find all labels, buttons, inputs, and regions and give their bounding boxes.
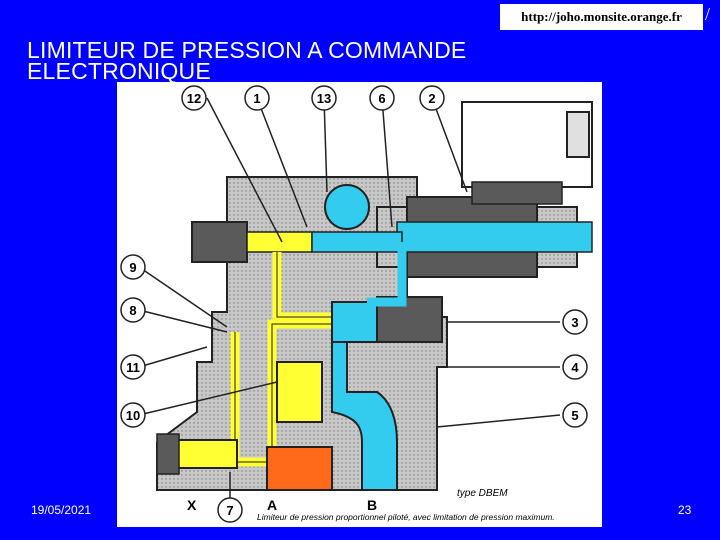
orifice-cap: [324, 184, 370, 230]
svg-text:6: 6: [378, 91, 385, 106]
leader-lines: [138, 97, 561, 510]
callout-2: 2: [419, 85, 445, 111]
port-x-label: X: [187, 497, 197, 513]
port-a-label: A: [267, 497, 277, 513]
svg-text:7: 7: [226, 503, 233, 518]
svg-text:9: 9: [129, 260, 136, 275]
solenoid-core: [396, 221, 593, 253]
tank-channel-cyan: [331, 341, 398, 491]
valve-diagram: 12 1 13 6 2 9 8 11 10 3 4 5 7 X A B type…: [120, 85, 593, 523]
svg-text:5: 5: [571, 408, 578, 423]
svg-text:1: 1: [253, 91, 260, 106]
callouts: 12 1 13 6 2 9 8 11 10 3 4 5 7: [120, 85, 588, 523]
callout-13: 13: [311, 85, 337, 111]
pilot-adjuster: [191, 221, 248, 263]
slide-date: 19/05/2021: [31, 503, 92, 517]
callout-7: 7: [217, 497, 243, 523]
slide-page-number: 23: [678, 503, 692, 517]
figure-caption: Limiteur de pression proportionnel pilot…: [257, 512, 555, 522]
valve-cross-section-figure: 12 1 13 6 2 9 8 11 10 3 4 5 7 X A B type…: [117, 82, 602, 527]
port-x-plug: [156, 433, 180, 475]
callout-1: 1: [244, 85, 270, 111]
type-label: type DBEM: [457, 488, 508, 499]
title-line-1: LIMITEUR DE PRESSION A COMMANDE: [27, 37, 467, 63]
svg-text:13: 13: [317, 91, 331, 106]
callout-11: 11: [120, 354, 146, 380]
svg-text:2: 2: [428, 91, 435, 106]
title-line-2: ELECTRONIQUE: [27, 58, 211, 84]
svg-text:12: 12: [187, 91, 201, 106]
callout-4: 4: [562, 354, 588, 380]
port-b-label: B: [367, 497, 377, 513]
pressure-port-orange: [266, 446, 333, 491]
relief-cartridge: [331, 301, 378, 343]
callout-5: 5: [562, 402, 588, 428]
callout-12: 12: [181, 85, 207, 111]
callout-3: 3: [562, 309, 588, 335]
svg-text:10: 10: [126, 408, 140, 423]
solenoid-bracket: [471, 181, 563, 205]
callout-6: 6: [369, 85, 395, 111]
main-spool-yellow: [276, 361, 323, 423]
url-trailing-slash: /: [705, 4, 711, 24]
svg-text:11: 11: [126, 360, 140, 375]
pilot-chamber: [311, 231, 403, 253]
svg-text:3: 3: [571, 315, 578, 330]
callout-8: 8: [120, 297, 146, 323]
svg-text:4: 4: [571, 360, 579, 375]
slide-title: LIMITEUR DE PRESSION A COMMANDE ELECTRON…: [27, 37, 587, 84]
svg-text:8: 8: [129, 303, 136, 318]
callout-10: 10: [120, 402, 146, 428]
source-url: http://joho.monsite.orange.fr: [500, 4, 703, 30]
pilot-return-cyan: [367, 242, 407, 307]
callout-9: 9: [120, 254, 146, 280]
plug-cap: [566, 111, 590, 158]
pilot-spring: [246, 231, 313, 253]
pilot-channel-yellow-outline: [234, 252, 348, 463]
